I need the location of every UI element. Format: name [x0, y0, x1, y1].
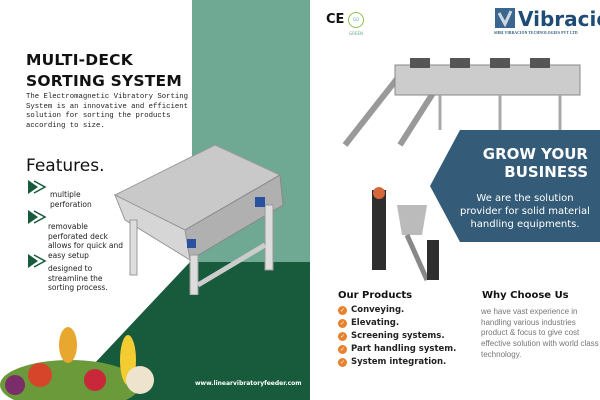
product-label: Screening systems.: [351, 331, 445, 341]
product-label: System integration.: [351, 357, 447, 367]
elevator-system-image: [372, 187, 439, 282]
feature-item: designed to streamline the sorting proce…: [48, 264, 108, 292]
why-text: we have vast experience in handling vari…: [481, 307, 599, 359]
go-green-badge: GO GREEN: [348, 12, 364, 36]
check-icon: ✓: [338, 318, 347, 328]
double-arrow-icon: [28, 254, 47, 268]
vibracion-logo-icon: [495, 8, 515, 28]
check-icon: ✓: [338, 357, 347, 367]
banner-heading: GROW YOUR BUSINESS: [482, 145, 588, 181]
product-label: Conveying.: [351, 305, 405, 315]
banner-text: We are the solution provider for solid m…: [460, 193, 590, 230]
products-heading: Our Products: [338, 290, 413, 301]
intro-text: The Electromagnetic Vibratory Sorting Sy…: [26, 93, 189, 130]
product-label: Part handling system.: [351, 344, 457, 354]
product-item: ✓ Conveying.: [338, 305, 404, 315]
why-heading: Why Choose Us: [482, 290, 569, 301]
brand-name: Vibración: [518, 7, 600, 31]
product-label: Elevating.: [351, 318, 400, 328]
ce-mark: CE: [326, 12, 345, 27]
check-icon: ✓: [338, 305, 347, 315]
vegetables-image: [0, 327, 154, 400]
conveyor-system-image: [342, 58, 581, 147]
product-item: ✓ Part handling system.: [338, 344, 456, 354]
feature-item: multiple perforation: [50, 190, 92, 209]
feature-item: removable perforated deck allows for qui…: [48, 222, 124, 260]
check-icon: ✓: [338, 331, 347, 341]
features-heading: Features.: [26, 156, 105, 176]
sorting-machine-image: [113, 144, 284, 295]
product-item: ✓ System integration.: [338, 357, 446, 367]
double-arrow-icon: [28, 180, 47, 194]
product-item: ✓ Elevating.: [338, 318, 399, 328]
company-name: SHRI VIBRACION TECHNOLOGIES PVT LTD: [494, 31, 578, 35]
double-arrow-icon: [28, 210, 47, 224]
page-title: MULTI-DECK SORTING SYSTEM: [26, 51, 182, 90]
website-link[interactable]: www.linearvibratoryfeeder.com: [195, 380, 302, 387]
check-icon: ✓: [338, 344, 347, 354]
grow-banner: [430, 130, 600, 242]
product-item: ✓ Screening systems.: [338, 331, 445, 341]
